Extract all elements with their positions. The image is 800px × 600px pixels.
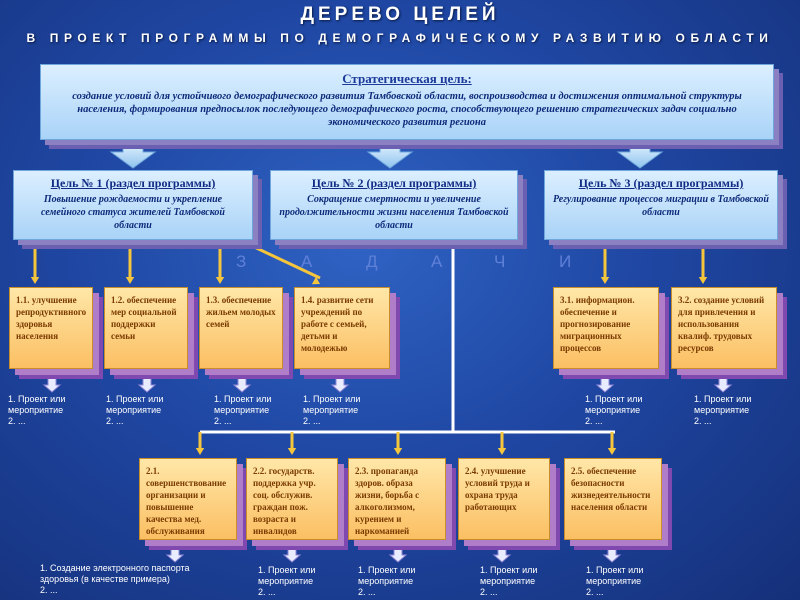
note-arrow	[137, 377, 157, 393]
tasks-label-letter: Ч	[494, 252, 506, 271]
goal-block-arrow	[109, 141, 157, 169]
note-line: 2. ...	[214, 416, 232, 426]
arrow-head	[287, 448, 297, 455]
note-line: 2. ...	[8, 416, 26, 426]
task-box-2-5: 2.5. обеспечение безопасности жизнедеяте…	[564, 458, 662, 540]
note-line: 1. Проект или мероприятие	[585, 394, 643, 415]
goal-text: Регулирование процессов миграции в Тамбо…	[553, 194, 769, 218]
goal-box-3: Цель № 3 (раздел программы) Регулировани…	[544, 170, 778, 240]
note-line: 2. ...	[40, 585, 58, 595]
arrow-head	[125, 277, 135, 284]
note-line: 1. Создание электронного паспорта здоров…	[40, 563, 190, 584]
task-box-1-3: 1.3. обеспечение жильем молодых семей	[199, 287, 283, 369]
tasks-label-letter: А	[301, 252, 313, 271]
connector-layer	[30, 141, 733, 563]
task-box-2-2: 2.2. государств. поддержка учр. соц. обс…	[246, 458, 338, 540]
note-line: 1. Проект или мероприятие	[586, 565, 644, 586]
goal-heading: Цель № 2 (раздел программы)	[311, 176, 477, 190]
strategic-goal-text: создание условий для устойчивого демогра…	[72, 91, 742, 128]
task-box-2-4: 2.4. улучшение условий труда и охрана тр…	[458, 458, 550, 540]
goal-heading: Цель № 3 (раздел программы)	[578, 176, 744, 190]
note-line: 1. Проект или мероприятие	[303, 394, 361, 415]
task-box-3-1: 3.1. информацион. обеспечение и прогнози…	[553, 287, 659, 369]
note-line: 2. ...	[586, 587, 604, 597]
goal-box-2: Цель № 2 (раздел программы) Сокращение с…	[270, 170, 518, 240]
note-line: 2. ...	[694, 416, 712, 426]
arrow-head	[497, 448, 507, 455]
task-note-passport: 1. Создание электронного паспорта здоров…	[40, 563, 220, 596]
note-arrow	[602, 547, 622, 563]
tasks-label-letter: А	[431, 252, 443, 271]
arrow-head	[195, 448, 205, 455]
page-title: ДЕРЕВО ЦЕЛЕЙ	[300, 4, 500, 25]
arrow-head	[215, 277, 225, 284]
note-line: 2. ...	[480, 587, 498, 597]
strategic-goal-heading: Стратегическая цель:	[342, 71, 472, 86]
note-line: 2. ...	[358, 587, 376, 597]
note-arrow	[42, 377, 62, 393]
task-box-2-1: 2.1. совершенствование организации и пов…	[139, 458, 237, 540]
task-box-1-4: 1.4. развитие сети учреждений по работе …	[294, 287, 390, 369]
note-arrow	[713, 377, 733, 393]
note-arrow	[330, 377, 350, 393]
arrow-head	[311, 276, 320, 285]
note-arrow	[282, 547, 302, 563]
note-line: 2. ...	[258, 587, 276, 597]
note-line: 1. Проект или мероприятие	[258, 565, 316, 586]
tasks-label-letter: И	[559, 252, 572, 271]
arrow-head	[607, 448, 617, 455]
note-arrow	[492, 547, 512, 563]
note-arrow	[595, 377, 615, 393]
note-line: 1. Проект или мероприятие	[480, 565, 538, 586]
note-arrow	[232, 377, 252, 393]
note-line: 2. ...	[106, 416, 124, 426]
note-line: 1. Проект или мероприятие	[358, 565, 416, 586]
task-box-2-3: 2.3. пропаганда здоров. образа жизни, бо…	[348, 458, 446, 540]
arrow-head	[393, 448, 403, 455]
note-line: 1. Проект или мероприятие	[106, 394, 164, 415]
goal-text: Повышение рождаемости и укрепление семей…	[41, 194, 225, 231]
task-box-3-2: 3.2. создание условий для привлечения и …	[671, 287, 777, 369]
task-box-1-1: 1.1. улучшение репродуктивного здоровья …	[9, 287, 93, 369]
note-line: 2. ...	[585, 416, 603, 426]
goal-text: Сокращение смертности и увеличение продо…	[279, 194, 509, 231]
strategic-goal-box: Стратегическая цель: создание условий дл…	[40, 64, 774, 140]
note-line: 2. ...	[303, 416, 321, 426]
goal-block-arrow	[366, 141, 414, 169]
page-subtitle: В ПРОЕКТ ПРОГРАММЫ ПО ДЕМОГРАФИЧЕСКОМУ Р…	[26, 31, 774, 45]
note-arrow	[388, 547, 408, 563]
arrow-head	[698, 277, 708, 284]
note-line: 1. Проект или мероприятие	[8, 394, 66, 415]
connector-line	[249, 243, 321, 280]
note-line: 1. Проект или мероприятие	[694, 394, 752, 415]
goal-heading: Цель № 1 (раздел программы)	[50, 176, 216, 190]
goal-block-arrow	[616, 141, 664, 169]
goal-box-1: Цель № 1 (раздел программы) Повышение ро…	[13, 170, 253, 240]
arrow-head	[30, 277, 40, 284]
note-arrow	[165, 547, 185, 563]
note-line: 1. Проект или мероприятие	[214, 394, 272, 415]
tasks-label-letter: З	[236, 252, 247, 271]
task-box-1-2: 1.2. обеспечение мер социальной поддержк…	[104, 287, 188, 369]
arrow-head	[600, 277, 610, 284]
tasks-label-letter: Д	[366, 252, 378, 271]
